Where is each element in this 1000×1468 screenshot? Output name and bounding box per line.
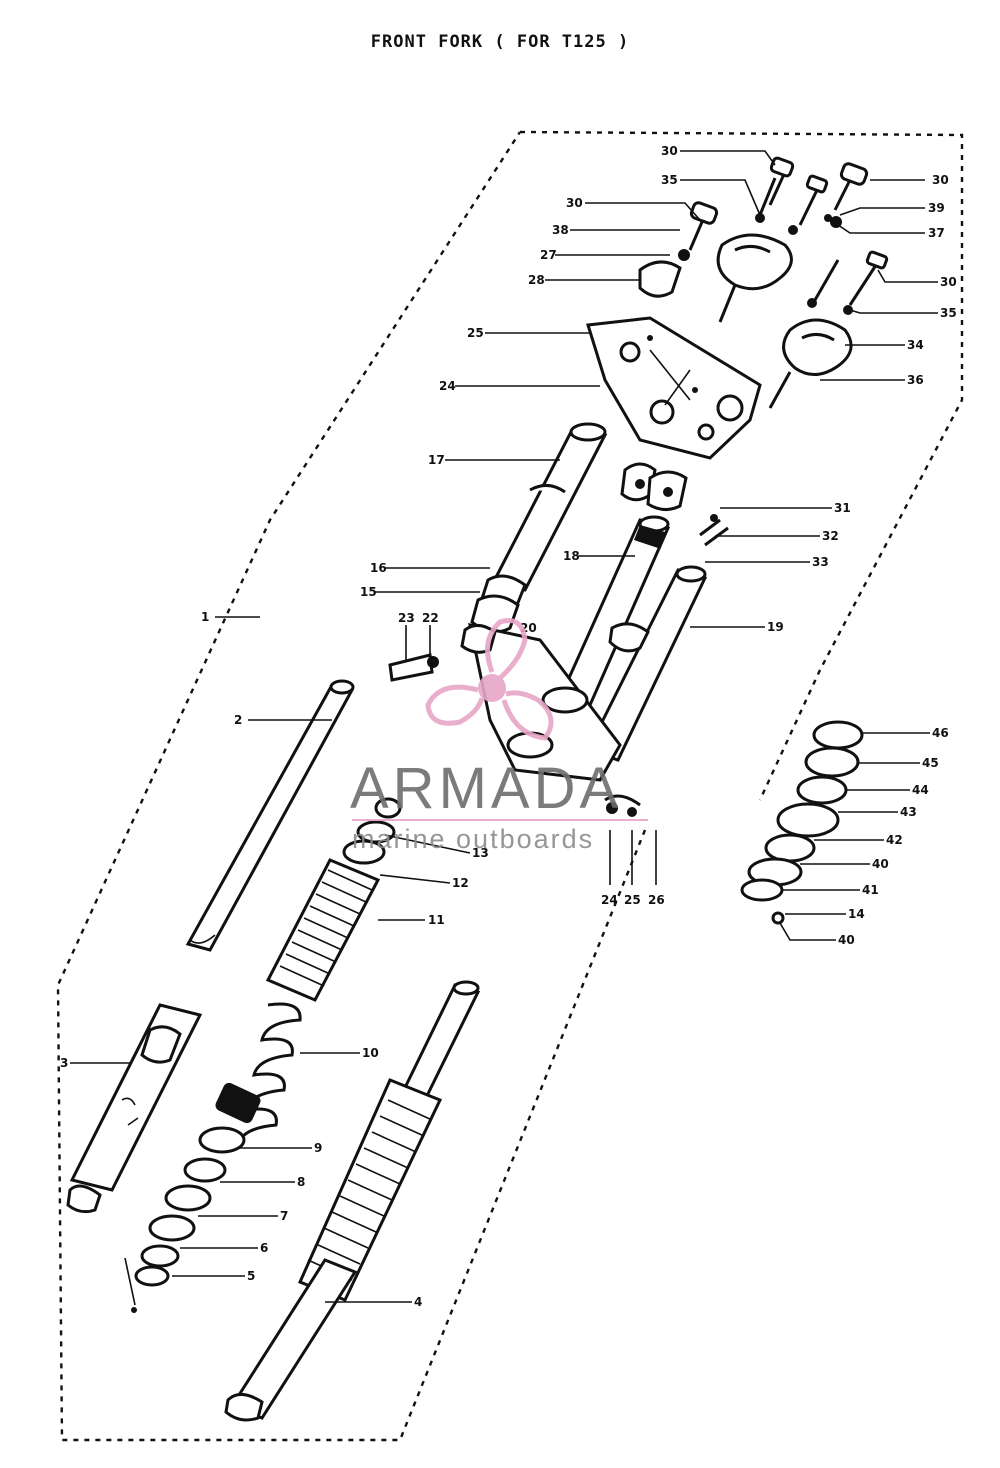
- callout-17: 17: [428, 453, 445, 467]
- callout-28: 28: [528, 273, 545, 287]
- fork-boot-11: [265, 858, 381, 1002]
- fork-seal-12-13-14: [342, 797, 402, 865]
- callout-30: 30: [940, 275, 957, 289]
- callout-41: 41: [862, 883, 879, 897]
- steering-bearing-stack: [740, 720, 864, 925]
- callout-40: 40: [838, 933, 855, 947]
- callout-46: 46: [932, 726, 949, 740]
- callout-38: 38: [552, 223, 569, 237]
- fork-outer-tube-4: [224, 980, 481, 1422]
- callout-5: 5: [247, 1269, 255, 1283]
- callout-9: 9: [314, 1141, 322, 1155]
- callout-22: 22: [422, 611, 439, 625]
- callout-19: 19: [767, 620, 784, 634]
- callout-33: 33: [812, 555, 829, 569]
- watermark: ARMADA marine outboards: [350, 618, 648, 854]
- upper-bracket-plate: [586, 316, 762, 460]
- callout-39: 39: [928, 201, 945, 215]
- callout-30: 30: [566, 196, 583, 210]
- callout-24: 24: [601, 893, 618, 907]
- callout-30: 30: [932, 173, 949, 187]
- callout-6: 6: [260, 1241, 268, 1255]
- callout-34: 34: [907, 338, 924, 352]
- callout-43: 43: [900, 805, 917, 819]
- callout-31: 31: [834, 501, 851, 515]
- callout-13: 13: [472, 846, 489, 860]
- callout-16: 16: [370, 561, 387, 575]
- bolts-24-25-26: [604, 794, 641, 817]
- handlebar-clamp-bolts: [688, 156, 889, 409]
- lower-bracket: [460, 623, 622, 782]
- callout-23: 23: [398, 611, 415, 625]
- callout-40: 40: [872, 857, 889, 871]
- callout-35: 35: [940, 306, 957, 320]
- callout-2: 2: [234, 713, 242, 727]
- callout-25: 25: [467, 326, 484, 340]
- callout-32: 32: [822, 529, 839, 543]
- bolt-22-23: [388, 653, 439, 682]
- clamp-27-28: [638, 214, 842, 298]
- callout-37: 37: [928, 226, 945, 240]
- fork-outer-tube-3: [66, 1003, 203, 1214]
- callout-14: 14: [848, 907, 865, 921]
- damper-parts-5-9: [124, 1126, 246, 1313]
- callout-27: 27: [540, 248, 557, 262]
- handlebar-upper-clamp-left: [716, 233, 793, 291]
- callout-45: 45: [922, 756, 939, 770]
- callout-26: 26: [648, 893, 665, 907]
- callout-3: 3: [60, 1056, 68, 1070]
- fork-inner-tube-2: [185, 679, 355, 952]
- watermark-brand: ARMADA: [350, 756, 622, 821]
- callout-11: 11: [428, 913, 445, 927]
- callout-10: 10: [362, 1046, 379, 1060]
- diagram-title: FRONT FORK ( FOR T125 ): [370, 32, 630, 52]
- fork-cover-15-16: [470, 574, 527, 634]
- propeller-icon: [425, 618, 554, 741]
- callout-4: 4: [414, 1295, 422, 1309]
- callout-35: 35: [661, 173, 678, 187]
- watermark-tagline: marine outboards: [352, 824, 594, 854]
- leader-lines: [70, 150, 938, 1303]
- callout-18: 18: [563, 549, 580, 563]
- callout-30: 30: [661, 144, 678, 158]
- callout-1: 1: [201, 610, 209, 624]
- callout-12: 12: [452, 876, 469, 890]
- callout-36: 36: [907, 373, 924, 387]
- callout-7: 7: [280, 1209, 288, 1223]
- fork-spring-10: [215, 1002, 302, 1146]
- callout-42: 42: [886, 833, 903, 847]
- callout-8: 8: [297, 1175, 305, 1189]
- steering-stem-nuts: [620, 462, 729, 547]
- callout-labels: 30 35 30 39 37 30 38 27 28 30 35 25 34 3…: [60, 144, 957, 1309]
- callout-25: 25: [624, 893, 641, 907]
- callout-15: 15: [360, 585, 377, 599]
- fork-inner-tube-17: [489, 422, 608, 592]
- assembly-boundary: [56, 130, 964, 1442]
- handlebar-upper-clamp-right: [782, 318, 853, 376]
- callout-24: 24: [439, 379, 456, 393]
- fork-inner-tube-19: [585, 565, 708, 762]
- callout-44: 44: [912, 783, 929, 797]
